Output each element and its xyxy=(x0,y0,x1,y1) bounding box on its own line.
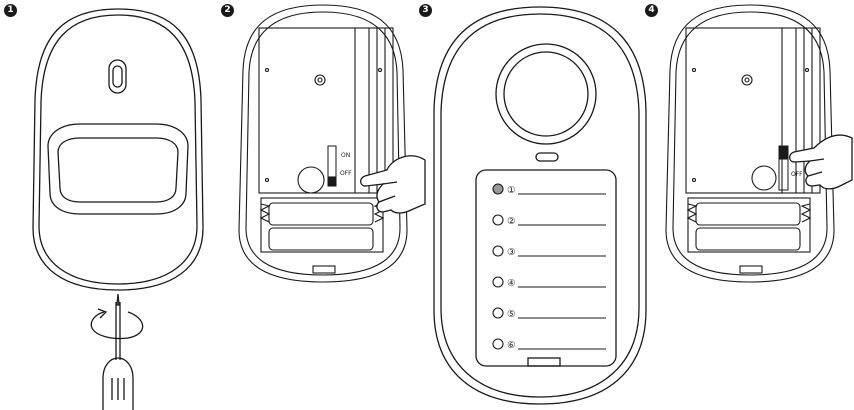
zone-led xyxy=(492,276,504,288)
detector-base-outer xyxy=(665,4,835,283)
switch-knob xyxy=(779,146,788,160)
zone-rows: ① ② ③ ④ ⑤ ⑥ xyxy=(492,183,606,351)
speaker-ring-outer xyxy=(495,43,597,145)
panel-outer-shell xyxy=(433,6,647,405)
step-3-control-panel: ① ② ③ ④ ⑤ ⑥ xyxy=(433,6,647,405)
zone-number: ③ xyxy=(507,247,516,258)
dip-switch xyxy=(778,145,789,191)
screwdriver-icon xyxy=(102,293,134,410)
sensor-element xyxy=(297,166,325,194)
step-badge-2: 2 xyxy=(221,4,234,17)
zone-number: ⑤ xyxy=(507,309,516,320)
card-tab xyxy=(527,357,561,367)
speaker-ring-inner xyxy=(503,51,589,137)
switch-off-label: OFF xyxy=(791,171,803,178)
screw-slot xyxy=(108,59,127,94)
step-2-open-detector: ON OFF xyxy=(238,4,426,283)
zone-number: ⑥ xyxy=(507,340,516,351)
mount-hole xyxy=(314,74,326,86)
finger-icon xyxy=(359,155,426,214)
circuit-board xyxy=(258,27,394,194)
zone-led xyxy=(492,338,504,350)
zone-number: ① xyxy=(507,185,516,196)
panel-inner-shell xyxy=(440,13,640,398)
detector-base-outer xyxy=(238,4,408,283)
detector-inner-shell xyxy=(38,14,198,285)
detector-base-inner xyxy=(672,11,828,276)
zone-list-card xyxy=(475,169,617,367)
battery xyxy=(695,227,801,251)
circuit-board xyxy=(685,27,821,194)
step-1-closed-detector xyxy=(32,8,204,410)
bottom-latch xyxy=(312,265,336,274)
zone-led xyxy=(492,245,504,257)
battery-compartment xyxy=(260,197,384,253)
step-4-open-detector: ON OFF xyxy=(665,4,853,283)
rotation-arrow-icon xyxy=(90,308,144,340)
battery xyxy=(695,202,801,226)
step-badge-4: 4 xyxy=(645,4,658,17)
sensor-lens xyxy=(47,123,189,215)
battery xyxy=(268,202,374,226)
zone-number: ② xyxy=(507,216,516,227)
switch-on-label: ON xyxy=(341,152,350,159)
zone-led xyxy=(492,307,504,319)
switch-off-label: OFF xyxy=(340,170,352,177)
indicator-slot xyxy=(535,152,559,162)
battery-compartment xyxy=(687,197,811,253)
step-badge-3: 3 xyxy=(419,4,432,17)
zone-led xyxy=(492,183,504,195)
mount-hole xyxy=(741,74,753,86)
switch-knob xyxy=(328,176,336,187)
zone-number: ④ xyxy=(507,278,516,289)
battery xyxy=(268,227,374,251)
step-badge-1: 1 xyxy=(4,4,17,17)
zone-led xyxy=(492,214,504,226)
sensor-element xyxy=(751,165,777,191)
bottom-latch xyxy=(739,265,763,274)
detector-base-inner xyxy=(245,11,401,276)
finger-icon xyxy=(788,134,853,190)
detector-outer-shell xyxy=(32,8,204,291)
